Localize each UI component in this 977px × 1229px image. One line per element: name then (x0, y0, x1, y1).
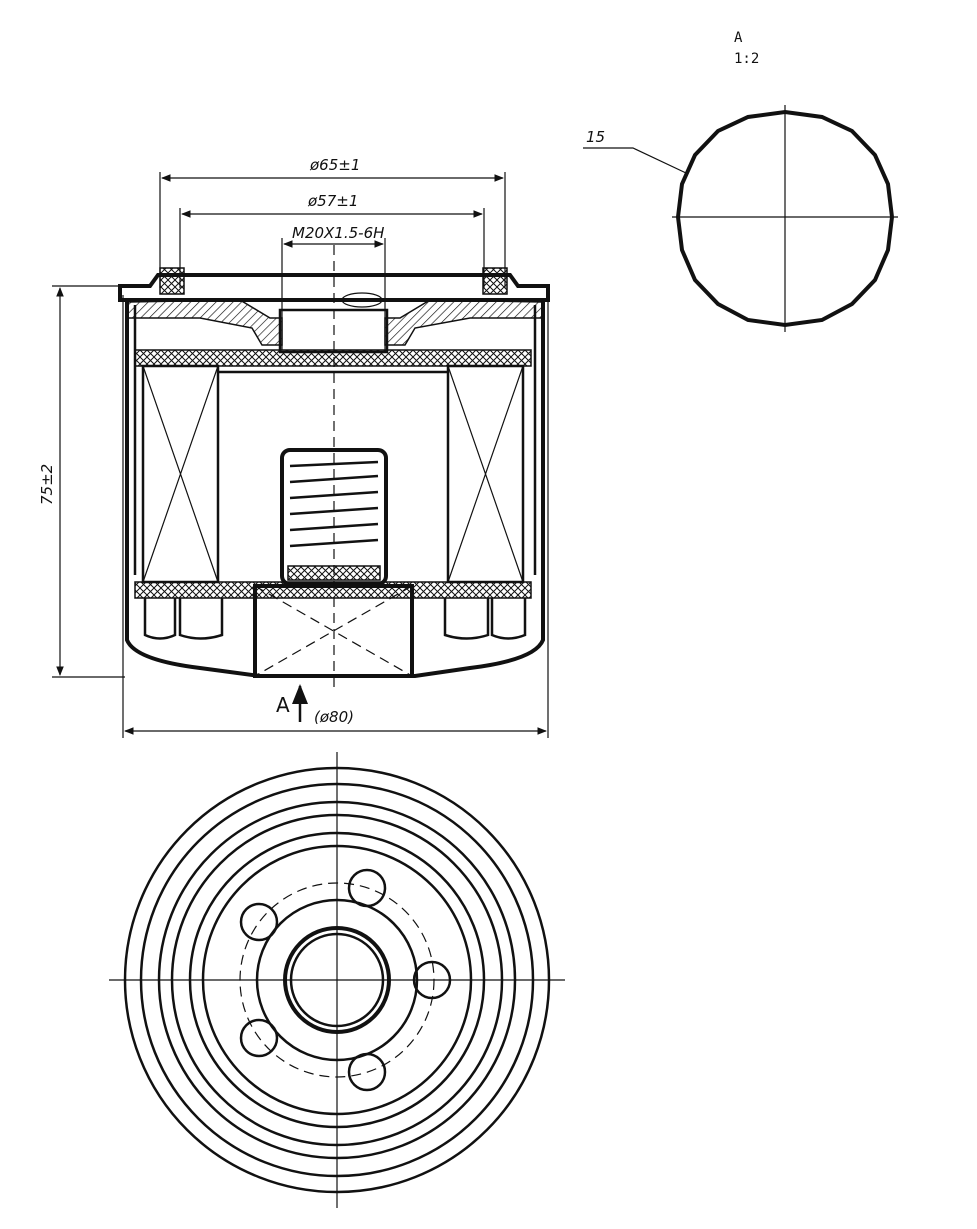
view-scale: 1:2 (734, 51, 759, 67)
view-arrow: A (276, 684, 308, 722)
view-letter: A (734, 30, 743, 46)
view-arrow-label: A (276, 693, 290, 717)
end-cap-top (134, 349, 532, 367)
media-left-cross (142, 365, 219, 583)
dim-outer-seal-text: ø65±1 (309, 156, 360, 174)
base-plate-left (127, 299, 283, 346)
dim-body-text: (ø80) (314, 708, 354, 726)
view-a-detail: A 1:2 15 (583, 30, 898, 332)
media-right-cross (447, 365, 524, 583)
hole-4 (239, 1018, 279, 1058)
dim-inner-seal-text: ø57±1 (307, 192, 358, 210)
leader-line (583, 147, 687, 174)
dim-height: 75±2 (38, 285, 125, 678)
dim-body: (ø80) (122, 295, 549, 738)
hole-1 (347, 868, 387, 908)
base-block-cross (254, 585, 413, 677)
hole-5 (239, 902, 279, 942)
base-plate-right (384, 299, 543, 346)
leader-label: 15 (586, 128, 605, 146)
base-ribs (143, 598, 527, 640)
seal-right (482, 267, 508, 295)
media-left (141, 364, 220, 584)
top-seam (118, 273, 550, 302)
inlet-hole (341, 292, 383, 308)
dim-inner-seal: ø57±1 (179, 192, 485, 288)
hole-3 (347, 1052, 387, 1092)
dim-outer-seal: ø65±1 (159, 156, 506, 288)
media-right (446, 364, 525, 584)
bottom-view (109, 752, 565, 1208)
seal-left (159, 267, 185, 295)
section-view: ø65±1 ø57±1 M20X1.5-6H 75±2 (ø80 (38, 156, 550, 738)
inner-shell-wall (133, 305, 537, 575)
dim-height-text: 75±2 (38, 464, 56, 505)
dim-thread-text: M20X1.5-6H (292, 224, 384, 242)
